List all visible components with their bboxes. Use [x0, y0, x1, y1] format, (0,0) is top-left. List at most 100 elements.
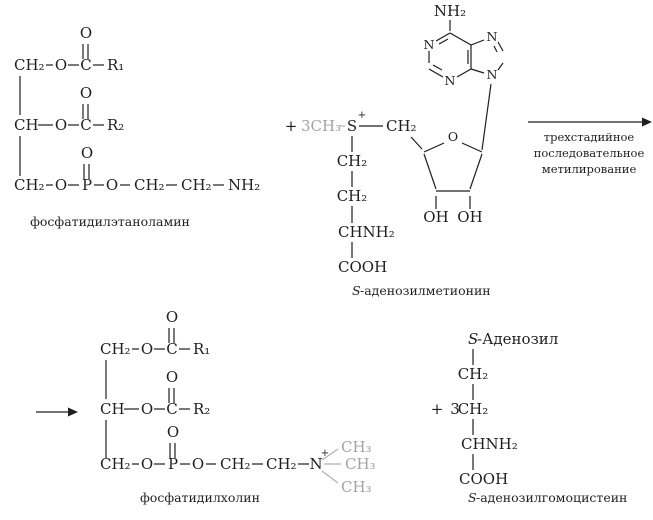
pe-bonds — [19, 44, 224, 186]
pc-ch2-bottom: CH₂ — [100, 455, 131, 473]
pe-ch2-bottom: CH₂ — [14, 176, 45, 194]
bond — [423, 153, 437, 190]
bond — [321, 470, 339, 484]
ribose-ring-o: O — [448, 129, 458, 144]
condition-line-3: метилирование — [542, 162, 637, 176]
sam-name-label: -аденозилметионин — [360, 283, 491, 298]
sam-s-plus-charge: + — [358, 110, 366, 121]
ribose-oh-right: OH — [457, 208, 482, 226]
condition-line-1: трехстадийное — [544, 130, 635, 144]
adenine-nh2: NH₂ — [434, 2, 466, 20]
product-arrow — [36, 407, 78, 417]
bond — [461, 142, 483, 153]
adenine-n9: N — [487, 67, 498, 82]
pe-nh2: NH₂ — [228, 176, 260, 194]
bond — [493, 45, 498, 53]
bond — [456, 68, 472, 78]
bond — [469, 153, 483, 190]
pe-ch2-top: CH₂ — [14, 56, 45, 74]
pc-p: P — [168, 455, 178, 473]
bond — [438, 38, 449, 45]
pc-ch2-choline-2: CH₂ — [266, 455, 297, 473]
pc-name-label: фосфатидилхолин — [140, 490, 260, 505]
bond — [470, 68, 485, 74]
pc-o-phosphate-left: O — [141, 455, 153, 473]
pe-carbonyl-o-top: O — [80, 24, 92, 42]
adenine-n7: N — [487, 29, 498, 44]
sah-chain-ch2-2: CH₂ — [458, 400, 489, 418]
pc-carbonyl-o-top: O — [166, 308, 178, 326]
sah-name-s: S — [468, 490, 477, 505]
sah-chain-chnh2: CHNH₂ — [461, 435, 518, 453]
bond — [449, 32, 472, 46]
sam-chain-ch2-2: CH₂ — [337, 187, 368, 205]
reaction-arrow-top: трехстадийное последовательное метилиров… — [528, 117, 652, 176]
pe-p: P — [82, 176, 92, 194]
pe-c-top: C — [80, 56, 91, 74]
pc-c-top: C — [166, 340, 177, 358]
sah-chain-cooh: COOH — [459, 470, 508, 488]
pe-ch2-ethanolamine-2: CH₂ — [181, 176, 212, 194]
phosphatidylcholine: CH₂ O C O R₁ CH O C O R₂ CH₂ O P O O CH₂… — [100, 308, 376, 505]
pc-bonds — [105, 328, 341, 484]
sah-chain-ch2-1: CH₂ — [458, 365, 489, 383]
pc-methyl-2: CH₃ — [345, 455, 376, 473]
bond — [435, 32, 451, 42]
pe-o-phosphate-left: O — [55, 176, 67, 194]
plus-sign-top: + — [285, 117, 298, 135]
sam-chain-cooh: COOH — [338, 258, 387, 276]
pc-o-top: O — [141, 340, 153, 358]
sam-chain-chnh2: CHNH₂ — [338, 223, 395, 241]
sah-adenosyl-s: S — [468, 330, 478, 348]
pc-p-dbl-o: O — [167, 423, 179, 441]
pc-r1: R₁ — [193, 340, 210, 358]
bond — [497, 62, 504, 71]
bond — [497, 41, 504, 52]
pc-o-mid: O — [141, 400, 153, 418]
arrowhead-icon — [642, 117, 652, 127]
sam-sulfonium-s: S — [347, 117, 357, 135]
bond — [481, 83, 492, 151]
pc-ch2-top: CH₂ — [100, 340, 131, 358]
pe-ch2-ethanolamine-1: CH₂ — [134, 176, 165, 194]
pe-carbonyl-o-mid: O — [80, 84, 92, 102]
sam-chain-ch2-1: CH₂ — [337, 152, 368, 170]
pc-methyl-1: CH₃ — [341, 438, 372, 456]
bond — [410, 136, 423, 150]
condition-line-2: последовательное — [534, 146, 645, 160]
pc-methyl-3: CH₃ — [341, 478, 372, 496]
adenine-n3: N — [445, 73, 456, 88]
pe-p-dbl-o: O — [81, 144, 93, 162]
pc-r2: R₂ — [193, 400, 210, 418]
pe-r2: R₂ — [107, 116, 124, 134]
bond — [428, 68, 444, 78]
pc-n-plus-charge: + — [321, 448, 329, 459]
pe-o-phosphate-right: O — [106, 176, 118, 194]
pe-o-mid: O — [55, 116, 67, 134]
pc-ch2-choline-1: CH₂ — [220, 455, 251, 473]
sam-name-s: S — [352, 283, 361, 298]
pe-name-label: фосфатидилэтаноламин — [30, 214, 190, 229]
sam-ch2-5prime: CH₂ — [386, 117, 417, 135]
sam-bonds — [339, 20, 504, 258]
s-adenosylhomocysteine: + 3 S -Аденозил CH₂ CH₂ CHNH₂ COOH S -ад… — [431, 330, 628, 505]
pe-o-top: O — [55, 56, 67, 74]
plus-sign-bottom: + — [431, 400, 444, 418]
bond — [470, 39, 485, 46]
adenine-n1: N — [424, 37, 435, 52]
sam-methyl-groups: 3CH₃ — [301, 117, 341, 135]
s-adenosylmethionine: + 3CH₃ S + CH₂ CH₂ CH₂ CHNH₂ COOH NH₂ N … — [285, 2, 504, 298]
bond — [321, 448, 339, 461]
sah-coefficient: 3 — [450, 400, 460, 418]
ribose-oh-left: OH — [423, 208, 448, 226]
pe-c-mid: C — [80, 116, 91, 134]
bond — [423, 142, 445, 153]
sah-name-label: -аденозилгомоцистеин — [476, 490, 627, 505]
pe-ch-mid: CH — [14, 116, 39, 134]
phosphatidylethanolamine: CH₂ O C O R₁ CH O C O R₂ CH₂ O P O O CH₂… — [14, 24, 260, 229]
bond — [432, 64, 443, 71]
pc-n: N — [309, 455, 322, 473]
pe-r1: R₁ — [107, 56, 124, 74]
